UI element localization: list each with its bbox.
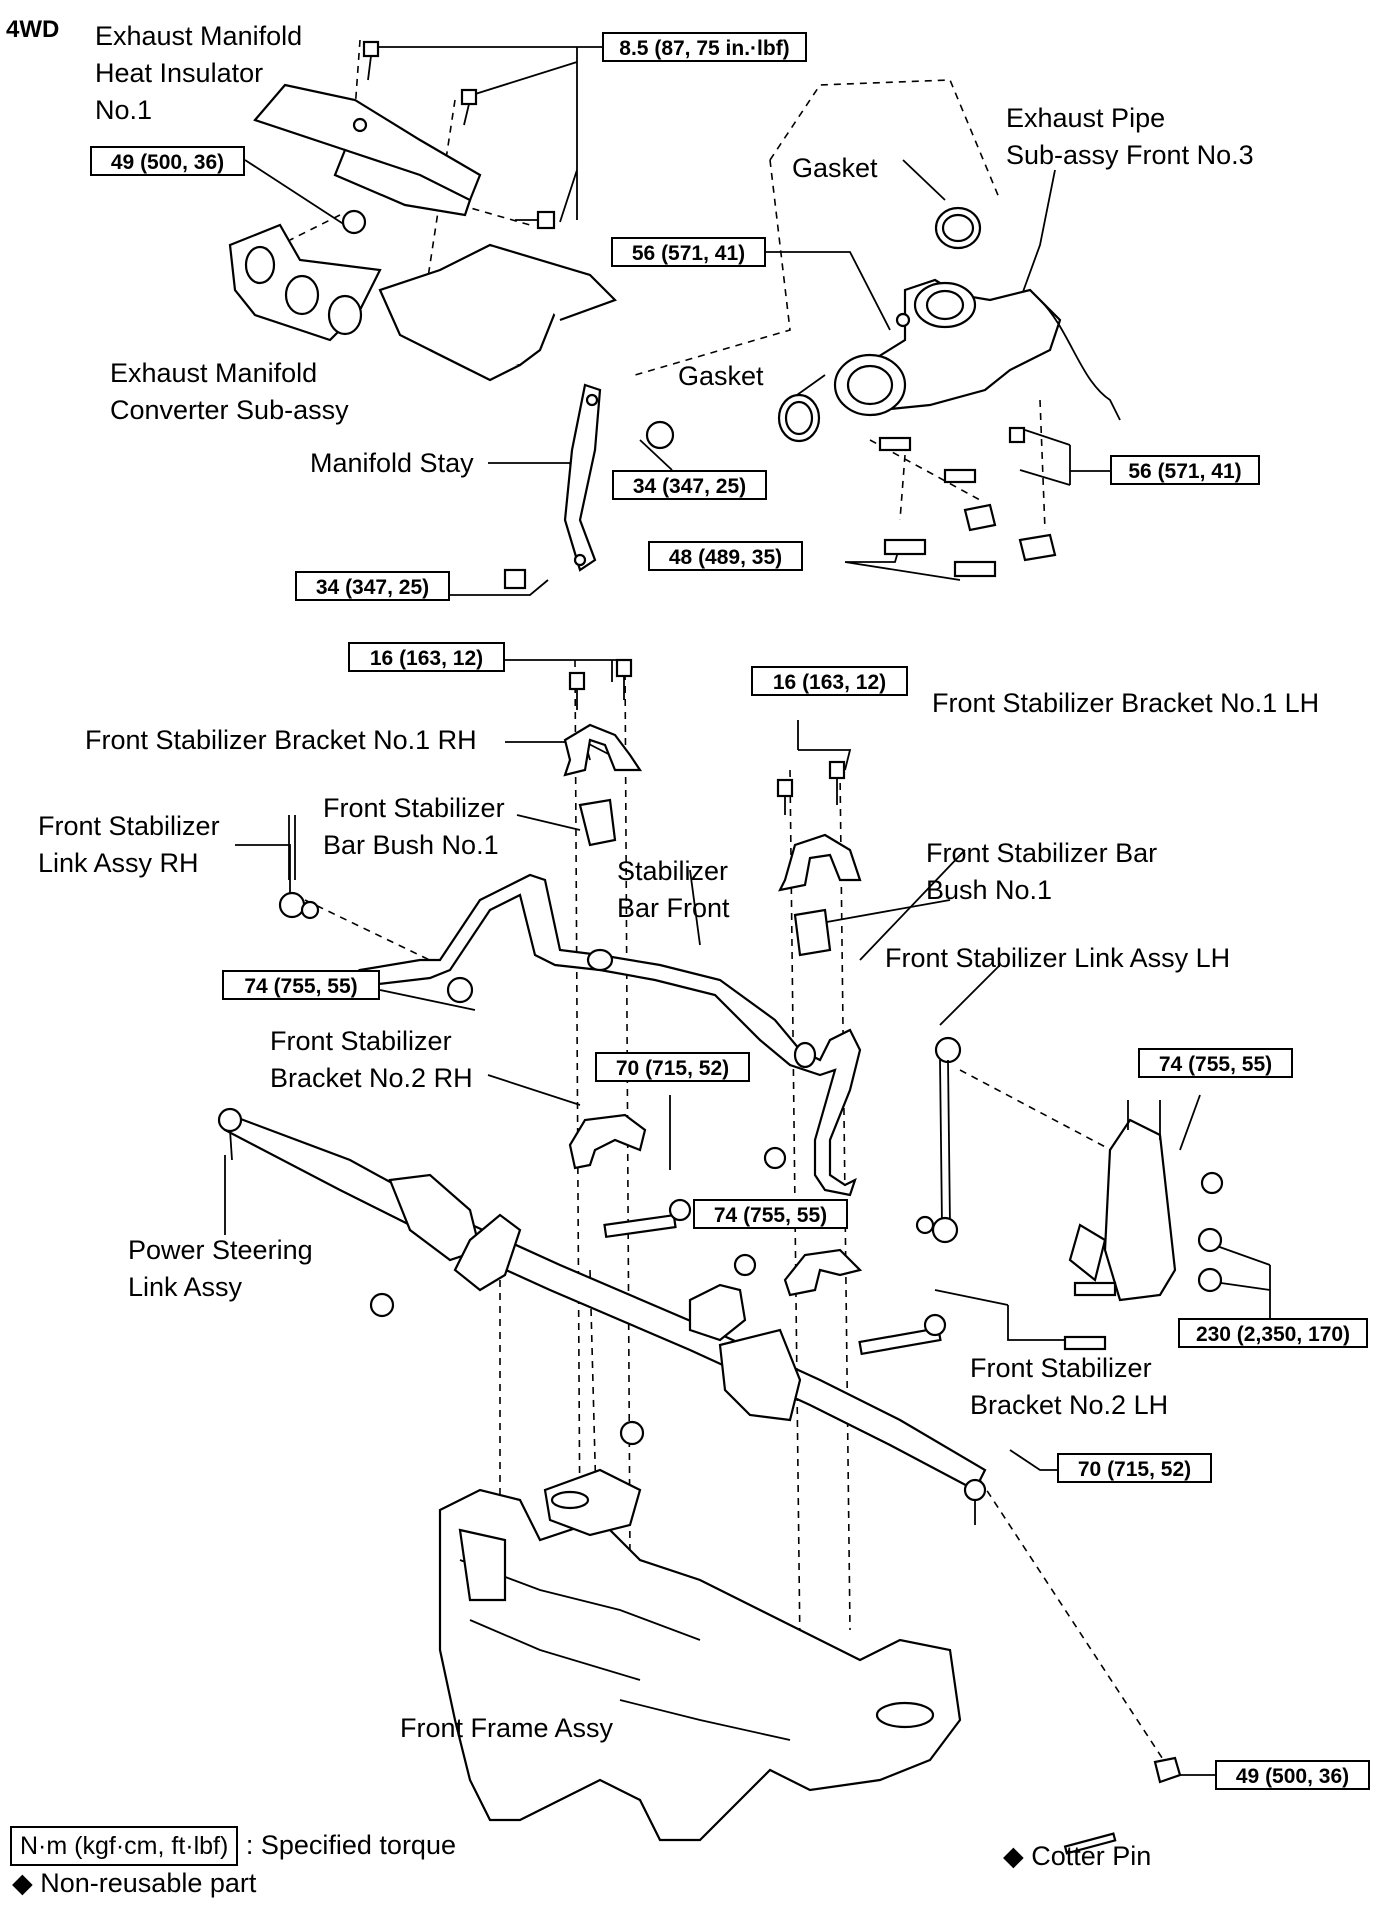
label-manifold-converter-2: Converter Sub-assy: [110, 395, 349, 425]
exhaust-pipe-bolts-springs: [878, 426, 1057, 578]
torque-74-right: 74 (755, 55): [1138, 1048, 1293, 1078]
heat-insulator: [253, 83, 482, 217]
legend-nonreusable: ◆ Non-reusable part: [12, 1868, 257, 1898]
torque-16-lh: 16 (163, 12): [751, 666, 908, 696]
long-bolts: [603, 1198, 947, 1356]
torque-70-mid: 70 (715, 52): [595, 1052, 750, 1082]
torque-34-nut: 34 (347, 25): [612, 470, 767, 500]
torque-49-top: 49 (500, 36): [90, 146, 245, 176]
stabilizer-bar: [358, 873, 862, 1197]
label-front-frame: Front Frame Assy: [400, 1713, 614, 1743]
label-exhaust-pipe-2: Sub-assy Front No.3: [1006, 140, 1254, 170]
label-link-rh-1: Front Stabilizer: [38, 811, 220, 841]
label-bracket2-rh-1: Front Stabilizer: [270, 1026, 452, 1056]
torque-74-left: 74 (755, 55): [222, 970, 380, 1000]
label-gasket-top: Gasket: [792, 153, 878, 183]
torque-56-left: 56 (571, 41): [611, 237, 766, 267]
stabilizer-link-rh: [278, 815, 474, 1004]
stabilizer-bracket-no2-lh: [763, 1146, 863, 1297]
label-heat-insulator-3: No.1: [95, 95, 153, 125]
front-frame: [438, 1468, 962, 1842]
label-link-rh-2: Link Assy RH: [38, 848, 199, 878]
torque-16-rh: 16 (163, 12): [348, 642, 505, 672]
torque-49-bottom: 49 (500, 36): [1215, 1760, 1370, 1790]
label-manifold-converter-1: Exhaust Manifold: [110, 358, 318, 388]
label-bush-rh-1: Front Stabilizer: [323, 793, 505, 823]
label-ps-link-2: Link Assy: [128, 1272, 243, 1302]
stabilizer-bracket-no2-rh: [568, 1113, 647, 1170]
tie-rod-nut-cotter: [1063, 1756, 1182, 1855]
torque-74-center: 74 (755, 55): [693, 1199, 848, 1229]
manifold-converter: [228, 223, 617, 382]
legend-torque: N·m (kgf·cm, ft·lbf) : Specified torque: [10, 1826, 456, 1866]
torque-56-right: 56 (571, 41): [1110, 455, 1260, 485]
label-bracket1-lh: Front Stabilizer Bracket No.1 LH: [932, 688, 1320, 718]
label-heat-insulator-1: Exhaust Manifold: [95, 21, 303, 51]
label-bush-lh-2: Bush No.1: [926, 875, 1053, 905]
label-bracket2-rh-2: Bracket No.2 RH: [270, 1063, 473, 1093]
insulator-bolts: [341, 40, 556, 235]
label-cotter-pin: ◆ Cotter Pin: [1003, 1841, 1152, 1871]
label-bracket2-lh-1: Front Stabilizer: [970, 1353, 1152, 1383]
label-bush-rh-2: Bar Bush No.1: [323, 830, 499, 860]
frame-side-bracket: [1063, 1100, 1224, 1351]
label-bracket1-rh: Front Stabilizer Bracket No.1 RH: [85, 725, 477, 755]
stabilizer-link-lh: [915, 1036, 962, 1244]
legend-unit-text: : Specified torque: [245, 1830, 456, 1860]
exhaust-pipe: [777, 206, 1121, 443]
label-manifold-stay: Manifold Stay: [310, 448, 474, 478]
torque-34-bolt: 34 (347, 25): [295, 571, 450, 601]
torque-8-5: 8.5 (87, 75 in.·lbf): [602, 32, 807, 62]
manifold-stay: [503, 383, 675, 590]
label-gasket-mid: Gasket: [678, 361, 764, 391]
label-exhaust-pipe-1: Exhaust Pipe: [1006, 103, 1166, 133]
power-steering-link: [217, 1107, 987, 1525]
torque-230: 230 (2,350, 170): [1178, 1318, 1368, 1348]
label-stab-bar-2: Bar Front: [617, 893, 730, 923]
label-heat-insulator-2: Heat Insulator: [95, 58, 264, 88]
stabilizer-bracket-no1-lh: [776, 760, 862, 957]
label-bush-lh-1: Front Stabilizer Bar: [926, 838, 1158, 868]
legend-unit-box: N·m (kgf·cm, ft·lbf): [10, 1826, 239, 1866]
label-bracket2-lh-2: Bracket No.2 LH: [970, 1390, 1169, 1420]
torque-48: 48 (489, 35): [648, 541, 803, 571]
stabilizer-bracket-no1-rh: [563, 658, 643, 847]
drive-type-tag: 4WD: [6, 16, 60, 43]
label-ps-link-1: Power Steering: [128, 1235, 313, 1265]
label-stab-bar-1: Stabilizer: [617, 856, 729, 886]
label-link-lh: Front Stabilizer Link Assy LH: [885, 943, 1231, 973]
torque-70-bottom: 70 (715, 52): [1057, 1453, 1212, 1483]
leader-lines: [224, 46, 1271, 1776]
